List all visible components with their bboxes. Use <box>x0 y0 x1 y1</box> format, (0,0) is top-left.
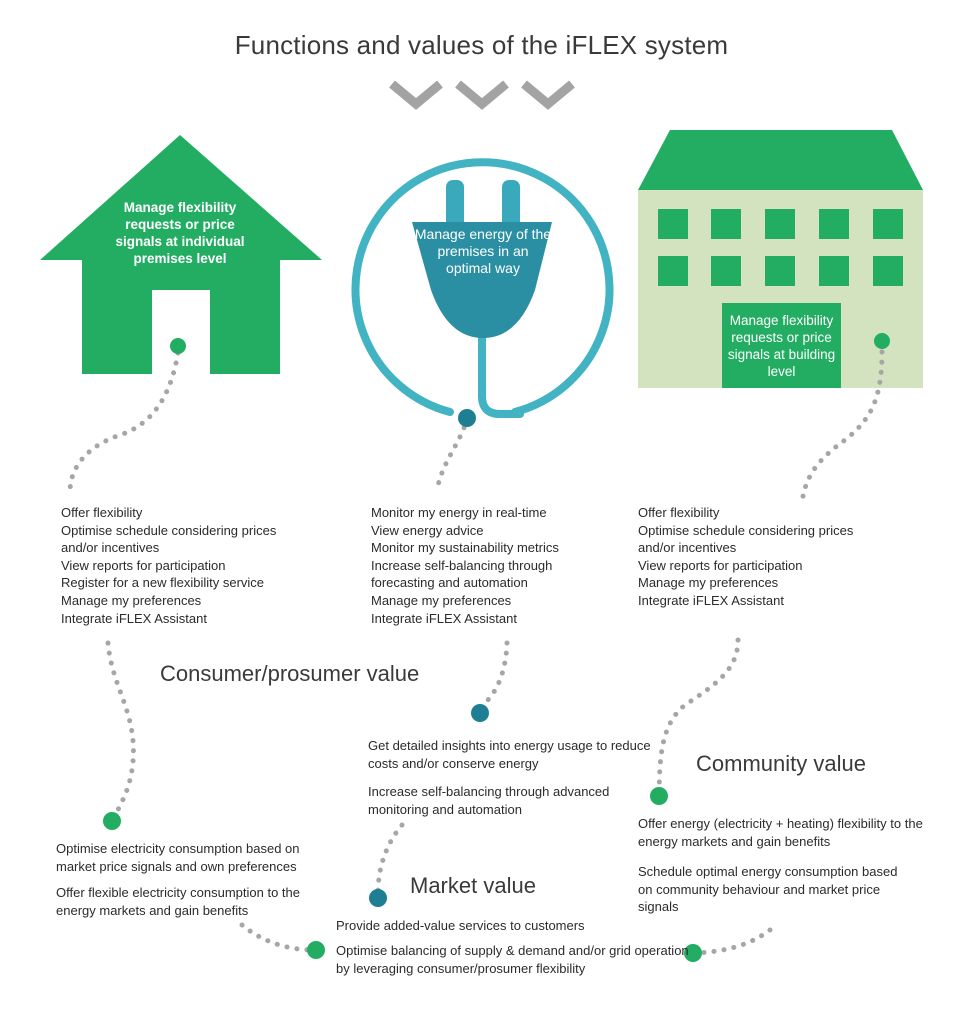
consumer-value-title: Consumer/prosumer value <box>160 661 420 686</box>
connector-dot <box>103 812 121 830</box>
center-functions-list: Monitor my energy in real-time View ener… <box>371 504 559 627</box>
left-functions-list: Offer flexibility Optimise schedule cons… <box>61 504 276 627</box>
list-item: and/or incentives <box>638 540 737 556</box>
list-item: Manage my preferences <box>61 592 202 608</box>
connector-dot <box>170 338 186 354</box>
community-value-item: Schedule optimal energy consumption base… <box>638 864 898 915</box>
left-value-item: Optimise electricity consumption based o… <box>56 841 300 874</box>
list-item: Optimise schedule considering prices <box>638 522 854 538</box>
house-icon <box>40 135 322 374</box>
house-label: Manage flexibility requests or price sig… <box>115 200 245 266</box>
connector-dot <box>458 409 476 427</box>
right-functions-list: Offer flexibility Optimise schedule cons… <box>638 504 853 610</box>
market-value-item: Optimise balancing of supply & demand an… <box>336 943 689 976</box>
list-item: Integrate iFLEX Assistant <box>61 610 207 626</box>
list-item: Manage my preferences <box>371 592 512 608</box>
left-value-item: Offer flexible electricity consumption t… <box>56 885 300 918</box>
list-item: Offer flexibility <box>61 505 143 520</box>
list-item: Manage my preferences <box>638 575 779 591</box>
connector-dot <box>650 787 668 805</box>
list-item: Register for a new flexibility service <box>61 575 265 591</box>
market-value-title: Market value <box>410 873 536 898</box>
connector-dot <box>874 333 890 349</box>
list-item: Monitor my energy in real-time <box>371 505 547 520</box>
consumer-value-item: Get detailed insights into energy usage … <box>368 738 651 771</box>
list-item: Integrate iFLEX Assistant <box>371 610 517 626</box>
consumer-value-item: Increase self-balancing through advanced… <box>368 784 610 817</box>
community-value-title: Community value <box>696 751 866 776</box>
plug-icon <box>351 158 614 418</box>
connector-dot <box>369 889 387 907</box>
list-item: View energy advice <box>371 522 484 538</box>
list-item: Increase self-balancing through <box>371 557 553 573</box>
list-item: forecasting and automation <box>371 575 528 591</box>
list-item: Offer flexibility <box>638 505 720 520</box>
community-value-item: Offer energy (electricity + heating) fle… <box>638 816 923 849</box>
building-label: Manage flexibility requests or price sig… <box>727 313 836 379</box>
connector-dot <box>471 704 489 722</box>
list-item: and/or incentives <box>61 540 160 556</box>
list-item: Optimise schedule considering prices <box>61 522 277 538</box>
plug-label: Manage energy of the premises in an opti… <box>414 226 552 276</box>
list-item: Monitor my sustainability metrics <box>371 540 559 556</box>
building-icon <box>638 130 923 388</box>
list-item: Integrate iFLEX Assistant <box>638 592 784 608</box>
market-value-item: Provide added-value services to customer… <box>336 918 585 933</box>
connector-dot <box>307 941 325 959</box>
list-item: View reports for participation <box>61 557 226 573</box>
chevron-down-icon <box>389 80 575 110</box>
diagram-title: Functions and values of the iFLEX system <box>234 30 729 60</box>
connector-dot <box>684 944 702 962</box>
list-item: View reports for participation <box>638 557 803 573</box>
